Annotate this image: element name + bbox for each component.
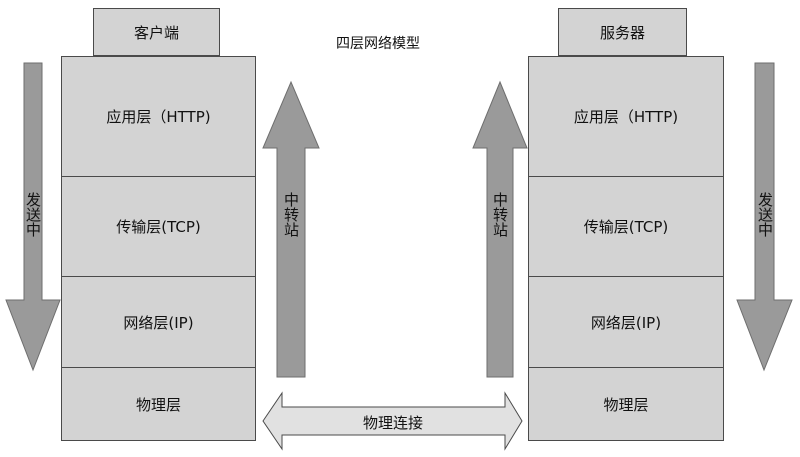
client-relay-label: 中转站 — [282, 192, 300, 237]
client-send-label: 发送中 — [24, 192, 42, 237]
server-relay-arrow — [472, 80, 528, 378]
server-header: 服务器 — [558, 8, 687, 56]
client-relay-arrow — [262, 80, 320, 378]
server-stack: 应用层（HTTP) 传输层(TCP) 网络层(IP) 物理层 — [528, 56, 724, 441]
diagram-title: 四层网络模型 — [336, 36, 420, 52]
server-physical-layer: 物理层 — [529, 367, 723, 440]
server-transport-layer: 传输层(TCP) — [529, 176, 723, 276]
client-application-layer: 应用层（HTTP) — [106, 108, 211, 126]
client-send-arrow — [5, 62, 61, 372]
client-physical-layer: 物理层 — [62, 367, 255, 440]
server-send-label: 发送中 — [756, 192, 774, 237]
physical-link-label: 物理连接 — [362, 414, 423, 432]
client-header: 客户端 — [93, 8, 220, 56]
client-network-layer: 网络层(IP) — [62, 276, 255, 367]
server-relay-label: 中转站 — [491, 192, 509, 237]
server-application-layer: 应用层（HTTP) — [573, 108, 679, 126]
server-send-arrow — [736, 62, 793, 372]
client-transport-layer: 传输层(TCP) — [62, 176, 255, 276]
client-stack: 应用层（HTTP) 传输层(TCP) 网络层(IP) 物理层 — [61, 56, 256, 441]
physical-link-arrow — [262, 391, 523, 451]
server-network-layer: 网络层(IP) — [529, 276, 723, 367]
